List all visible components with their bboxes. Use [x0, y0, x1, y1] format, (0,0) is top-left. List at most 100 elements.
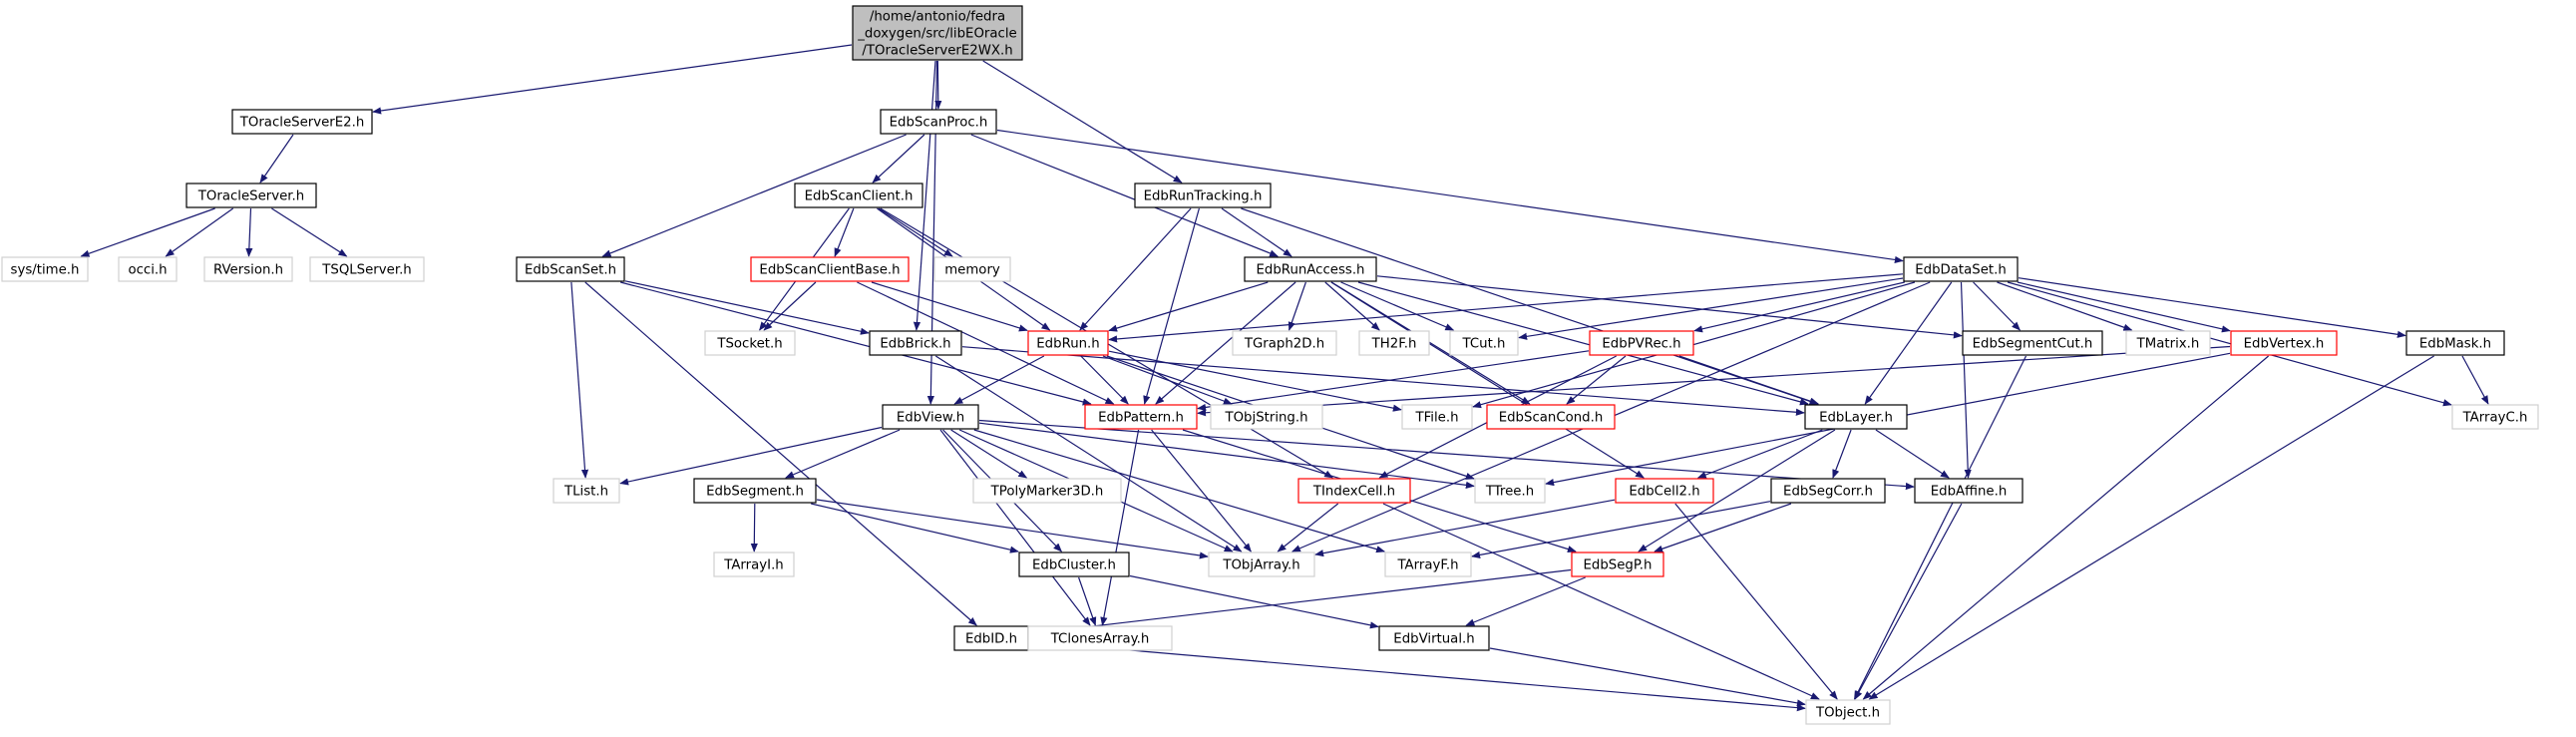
edge-edbcell2-to-tobject	[1674, 503, 1838, 700]
node-box	[1805, 699, 1891, 725]
edge-edbcluster-to-tclonesarray	[1078, 576, 1097, 626]
node-label: TPolyMarker3D.h	[990, 485, 1104, 500]
node-box	[1962, 330, 2103, 356]
node-label: TFile.h	[1414, 411, 1458, 426]
node-edbvertex[interactable]: EdbVertex.h	[2230, 330, 2338, 356]
edge-edbscanclientbase-to-edbrun	[871, 281, 1028, 332]
node-edbpattern[interactable]: EdbPattern.h	[1084, 404, 1198, 430]
node-edbscanset[interactable]: EdbScanSet.h	[516, 256, 625, 282]
node-label: TClonesArray.h	[1050, 632, 1150, 647]
edge-edbrunaccess-to-tgraph2d	[1288, 281, 1306, 331]
node-edbruntracking[interactable]: EdbRunTracking.h	[1134, 183, 1272, 208]
node-rversion: RVersion.h	[203, 256, 293, 282]
node-label: EdbCell2.h	[1629, 485, 1699, 500]
node-label: /home/antonio/fedra	[870, 10, 1005, 25]
node-edbbrick[interactable]: EdbBrick.h	[869, 330, 962, 356]
edge-edbdataset-to-edbpvrec	[1693, 281, 1905, 333]
node-edbscanproc[interactable]: EdbScanProc.h	[880, 109, 997, 135]
node-box	[1615, 478, 1714, 504]
edge-edbpvrec-to-edbscancond	[1566, 355, 1627, 405]
node-label: EdbDataSet.h	[1915, 263, 2007, 278]
edge-edbscanproc-to-edbscanclient	[872, 134, 925, 184]
node-edbmask[interactable]: EdbMask.h	[2405, 330, 2505, 356]
edge-toracleserver-to-systime	[80, 207, 215, 257]
node-systime: sys/time.h	[1, 256, 89, 282]
edge-edbscanclientbase-to-edbpattern	[857, 281, 1115, 405]
node-box	[713, 552, 795, 577]
edge-root-to-edbbrick	[913, 60, 936, 331]
node-box	[693, 478, 817, 504]
edge-edbrunaccess-to-edbpattern	[1155, 281, 1296, 405]
node-edbsegcorr[interactable]: EdbSegCorr.h	[1770, 478, 1886, 504]
edge-edbsegp-to-edbid	[1028, 568, 1572, 637]
node-edbsegp[interactable]: EdbSegP.h	[1571, 552, 1664, 577]
node-label: TH2F.h	[1371, 337, 1417, 352]
node-tsqlserver: TSQLServer.h	[309, 256, 425, 282]
node-label: TArrayF.h	[1396, 558, 1458, 573]
node-label: occi.h	[128, 263, 167, 278]
node-edbsegment[interactable]: EdbSegment.h	[693, 478, 817, 504]
node-edbrunaccess[interactable]: EdbRunAccess.h	[1244, 256, 1377, 282]
node-label: sys/time.h	[11, 263, 80, 278]
edge-edbview-to-edbaffine	[978, 419, 1915, 491]
edge-edbruntracking-to-edblayer	[1241, 207, 1819, 405]
node-box	[1589, 330, 1694, 356]
node-toracleservere2[interactable]: TOracleServerE2.h	[231, 109, 373, 135]
edge-edbdataset-to-tarrayc	[2007, 281, 2452, 407]
node-edbrun[interactable]: EdbRun.h	[1027, 330, 1109, 356]
node-label: EdbRunTracking.h	[1144, 189, 1263, 204]
node-label: TObjArray.h	[1222, 558, 1299, 573]
edge-edbdataset-to-edbrun	[1108, 273, 1904, 343]
node-label: EdbID.h	[965, 632, 1017, 647]
node-box	[1914, 478, 2024, 504]
node-label: TSQLServer.h	[321, 263, 411, 278]
node-box	[1804, 404, 1908, 430]
edge-edbscanclient-to-memory	[878, 207, 953, 257]
node-label: EdbPVRec.h	[1602, 337, 1680, 352]
node-box	[1486, 404, 1616, 430]
node-label: EdbAffine.h	[1931, 485, 2008, 500]
node-edbscancond[interactable]: EdbScanCond.h	[1486, 404, 1616, 430]
node-label: EdbView.h	[897, 411, 964, 426]
node-edbdataset[interactable]: EdbDataSet.h	[1903, 256, 2019, 282]
edge-edblayer-to-edbcell2	[1696, 429, 1823, 479]
node-label: EdbVertex.h	[2244, 337, 2325, 352]
node-edbcluster[interactable]: EdbCluster.h	[1018, 552, 1130, 577]
edge-edbsegment-to-tobjarray	[816, 499, 1209, 559]
node-label: TTree.h	[1485, 485, 1534, 500]
node-edbid[interactable]: EdbID.h	[953, 625, 1029, 651]
node-label: TObject.h	[1815, 706, 1880, 721]
node-edbview[interactable]: EdbView.h	[882, 404, 979, 430]
node-edbsegmentcut[interactable]: EdbSegmentCut.h	[1962, 330, 2103, 356]
edge-edbsegcorr-to-tarrayf	[1471, 501, 1771, 558]
node-label: TIndexCell.h	[1312, 485, 1395, 500]
node-edblayer[interactable]: EdbLayer.h	[1804, 404, 1908, 430]
node-edbscanclient[interactable]: EdbScanClient.h	[794, 183, 923, 208]
edge-edbmask-to-tarrayc	[2461, 355, 2489, 405]
node-toracleserver[interactable]: TOracleServer.h	[185, 183, 317, 208]
edge-tindexcell-to-tobject	[1382, 503, 1820, 700]
node-tsocket: TSocket.h	[704, 330, 796, 356]
node-label: TGraph2D.h	[1244, 337, 1324, 352]
node-edbcell2[interactable]: EdbCell2.h	[1615, 478, 1714, 504]
node-label: EdbSegP.h	[1584, 558, 1653, 573]
node-box	[1232, 330, 1337, 356]
edge-edbscanset-to-edbid	[584, 281, 977, 626]
node-box	[1297, 478, 1411, 504]
node-tlist: TList.h	[552, 478, 620, 504]
edge-edbdataset-to-edblayer	[1864, 281, 1953, 405]
edge-edbrunaccess-to-th2f	[1324, 281, 1380, 331]
node-box	[231, 109, 373, 135]
edge-edbsegmentcut-to-tobject	[1853, 355, 2027, 700]
node-edbaffine[interactable]: EdbAffine.h	[1914, 478, 2024, 504]
node-edbscanclientbase[interactable]: EdbScanClientBase.h	[750, 256, 910, 282]
node-box	[1384, 552, 1472, 577]
edge-edbscanclient-to-edbscanclientbase	[834, 207, 855, 257]
node-tindexcell[interactable]: TIndexCell.h	[1297, 478, 1411, 504]
node-box	[1208, 552, 1315, 577]
node-label: EdbBrick.h	[880, 337, 950, 352]
node-box	[704, 330, 796, 356]
edge-edbsegment-to-edbcluster	[811, 503, 1019, 553]
node-edbpvrec[interactable]: EdbPVRec.h	[1589, 330, 1694, 356]
node-edbvirtual[interactable]: EdbVirtual.h	[1378, 625, 1490, 651]
